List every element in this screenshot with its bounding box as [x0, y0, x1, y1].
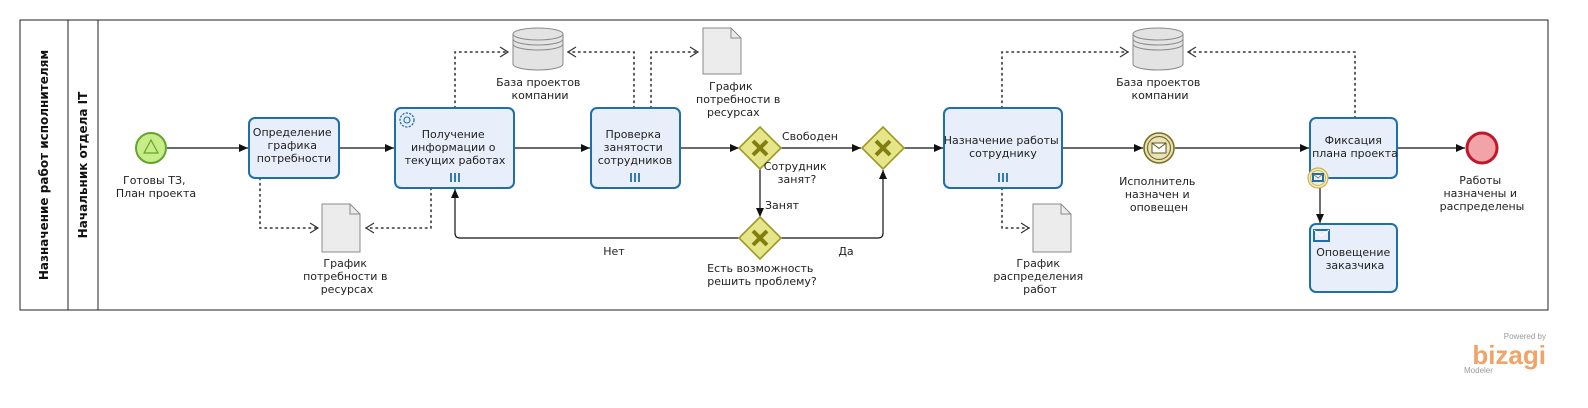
svg-text:Есть возможность решить: Есть возможность решить проблему? — [707, 262, 817, 288]
data-object-label: График — [709, 80, 753, 93]
pool-title: Назначение работ исполнителям — [37, 50, 51, 280]
event-label: назначены и — [1443, 187, 1517, 200]
data-object-label: График — [1016, 257, 1060, 270]
envelope-icon — [1151, 142, 1167, 154]
gateway-label: решить проблему? — [707, 275, 817, 288]
data-store-projects-1[interactable]: База проектов компании — [496, 27, 584, 102]
task-label: потребности — [257, 152, 331, 165]
flow-label-busy: Занят — [765, 199, 800, 212]
start-label-1: Готовы ТЗ, — [123, 174, 186, 187]
task-label: сотруднику — [969, 147, 1037, 160]
svg-text:Фиксация плана проекта: Фиксация плана проекта — [1312, 134, 1398, 160]
gateway-can-solve[interactable]: Есть возможность решить проблему? — [707, 215, 817, 288]
data-object-label: ресурсах — [707, 106, 760, 119]
end-event[interactable]: Работы назначены и распределены — [1440, 131, 1525, 213]
task-label: текущих работах — [405, 154, 506, 167]
svg-text:Проверка занятости: Проверка занятости сотрудников — [598, 128, 672, 167]
svg-text:Оповещение заказчика: Оповещение заказчика — [1316, 246, 1394, 272]
svg-text:База проектов компании: База проектов компании — [496, 76, 584, 102]
data-store-label: База проектов — [1116, 76, 1200, 89]
event-label: оповещен — [1130, 201, 1188, 214]
bizagi-logo: Powered by bizagi Modeler — [1464, 332, 1546, 375]
data-object-label: распределения — [993, 270, 1083, 283]
task-label: Назначение работы — [944, 134, 1059, 147]
task-label: Оповещение — [1316, 246, 1390, 259]
event-label: распределены — [1440, 200, 1525, 213]
sequence-flows — [167, 144, 1465, 239]
data-object-need-top[interactable]: График потребности в ресурсах — [696, 27, 784, 119]
event-label: Работы — [1459, 174, 1501, 187]
data-store-projects-2[interactable]: База проектов компании — [1116, 27, 1204, 102]
gateway-label: занят? — [778, 173, 817, 186]
task-label: информации о — [411, 141, 496, 154]
svg-text:Работы назначены и: Работы назначены и распределены — [1440, 174, 1525, 213]
event-label: назначен и — [1125, 188, 1190, 201]
lane-title: Начальник отдела IT — [76, 91, 90, 238]
multi-instance-icon — [450, 173, 460, 182]
task-label: Проверка — [605, 128, 661, 141]
start-event[interactable]: Готовы ТЗ, План проекта — [116, 132, 196, 200]
triangle-icon — [142, 138, 160, 154]
data-store-label: компании — [511, 89, 568, 102]
svg-text:Получение информации о: Получение информации о текущих работах — [405, 128, 506, 167]
modeler-text: Modeler — [1464, 366, 1493, 375]
task-label: заказчика — [1326, 259, 1385, 272]
task-label: графика — [268, 139, 317, 152]
gear-icon — [399, 112, 415, 128]
x-icon — [751, 139, 769, 157]
gateway-merge[interactable] — [860, 125, 906, 171]
task-assign[interactable]: Назначение работы сотруднику — [943, 107, 1063, 189]
multi-instance-icon — [630, 173, 640, 182]
task-get-info[interactable]: Получение информации о текущих работах — [394, 107, 515, 189]
task-label: занятости — [604, 141, 663, 154]
attached-message-event — [1307, 167, 1329, 189]
x-icon — [751, 229, 769, 247]
data-object-label: ресурсах — [321, 283, 374, 296]
data-object-distribution[interactable]: График распределения работ — [993, 203, 1086, 296]
svg-text:Готовы ТЗ, План проекта: Готовы ТЗ, План проекта — [116, 174, 196, 200]
svg-text:Исполнитель назначен и: Исполнитель назначен и оповещен — [1119, 175, 1199, 214]
svg-text:Назначение работы сотруд: Назначение работы сотруднику — [944, 134, 1063, 160]
task-label: сотрудников — [598, 154, 672, 167]
task-label: Получение — [422, 128, 485, 141]
task-notify-customer[interactable]: Оповещение заказчика — [1309, 223, 1398, 293]
flow-label-yes: Да — [838, 245, 853, 258]
task-check-busy[interactable]: Проверка занятости сотрудников — [590, 107, 681, 189]
gateway-employee-busy[interactable]: Сотрудник занят? — [737, 125, 830, 186]
x-icon — [874, 139, 892, 157]
svg-text:Определение графика: Определение графика потребности — [253, 126, 335, 165]
task-define-schedule[interactable]: Определение графика потребности — [248, 117, 340, 179]
task-fix-plan[interactable]: Фиксация плана проекта — [1307, 117, 1398, 189]
svg-text:График потребности в: График потребности в ресурсах — [696, 80, 784, 119]
svg-text:График потребности в: График потребности в ресурсах — [303, 257, 391, 296]
event-label: Исполнитель — [1119, 175, 1195, 188]
data-store-label: компании — [1131, 89, 1188, 102]
intermediate-message-event[interactable]: Исполнитель назначен и оповещен — [1119, 132, 1199, 214]
data-object-need-bottom[interactable]: График потребности в ресурсах — [303, 203, 391, 296]
bizagi-wordmark: bizagi — [1472, 340, 1546, 370]
svg-text:График распределения: График распределения работ — [993, 257, 1086, 296]
data-object-label: работ — [1023, 283, 1057, 296]
envelope-icon — [1313, 229, 1330, 242]
svg-text:База проектов компании: База проектов компании — [1116, 76, 1204, 102]
multi-instance-icon — [998, 173, 1008, 182]
task-label: Определение — [253, 126, 332, 139]
associations — [259, 46, 1356, 234]
flow-label-free: Свободен — [782, 130, 838, 143]
task-label: Фиксация — [1325, 134, 1382, 147]
data-object-label: потребности в — [303, 270, 387, 283]
svg-text:Сотрудник занят?: Сотрудник занят? — [764, 160, 830, 186]
data-store-label: База проектов — [496, 76, 580, 89]
start-label-2: План проекта — [116, 187, 196, 200]
data-object-label: потребности в — [696, 93, 780, 106]
gateway-label: Сотрудник — [764, 160, 827, 173]
powered-by-text: Powered by — [1504, 332, 1546, 341]
gateway-label: Есть возможность — [707, 262, 813, 275]
flow-label-no: Нет — [603, 245, 625, 258]
data-object-label: График — [323, 257, 367, 270]
task-label: плана проекта — [1312, 147, 1398, 160]
